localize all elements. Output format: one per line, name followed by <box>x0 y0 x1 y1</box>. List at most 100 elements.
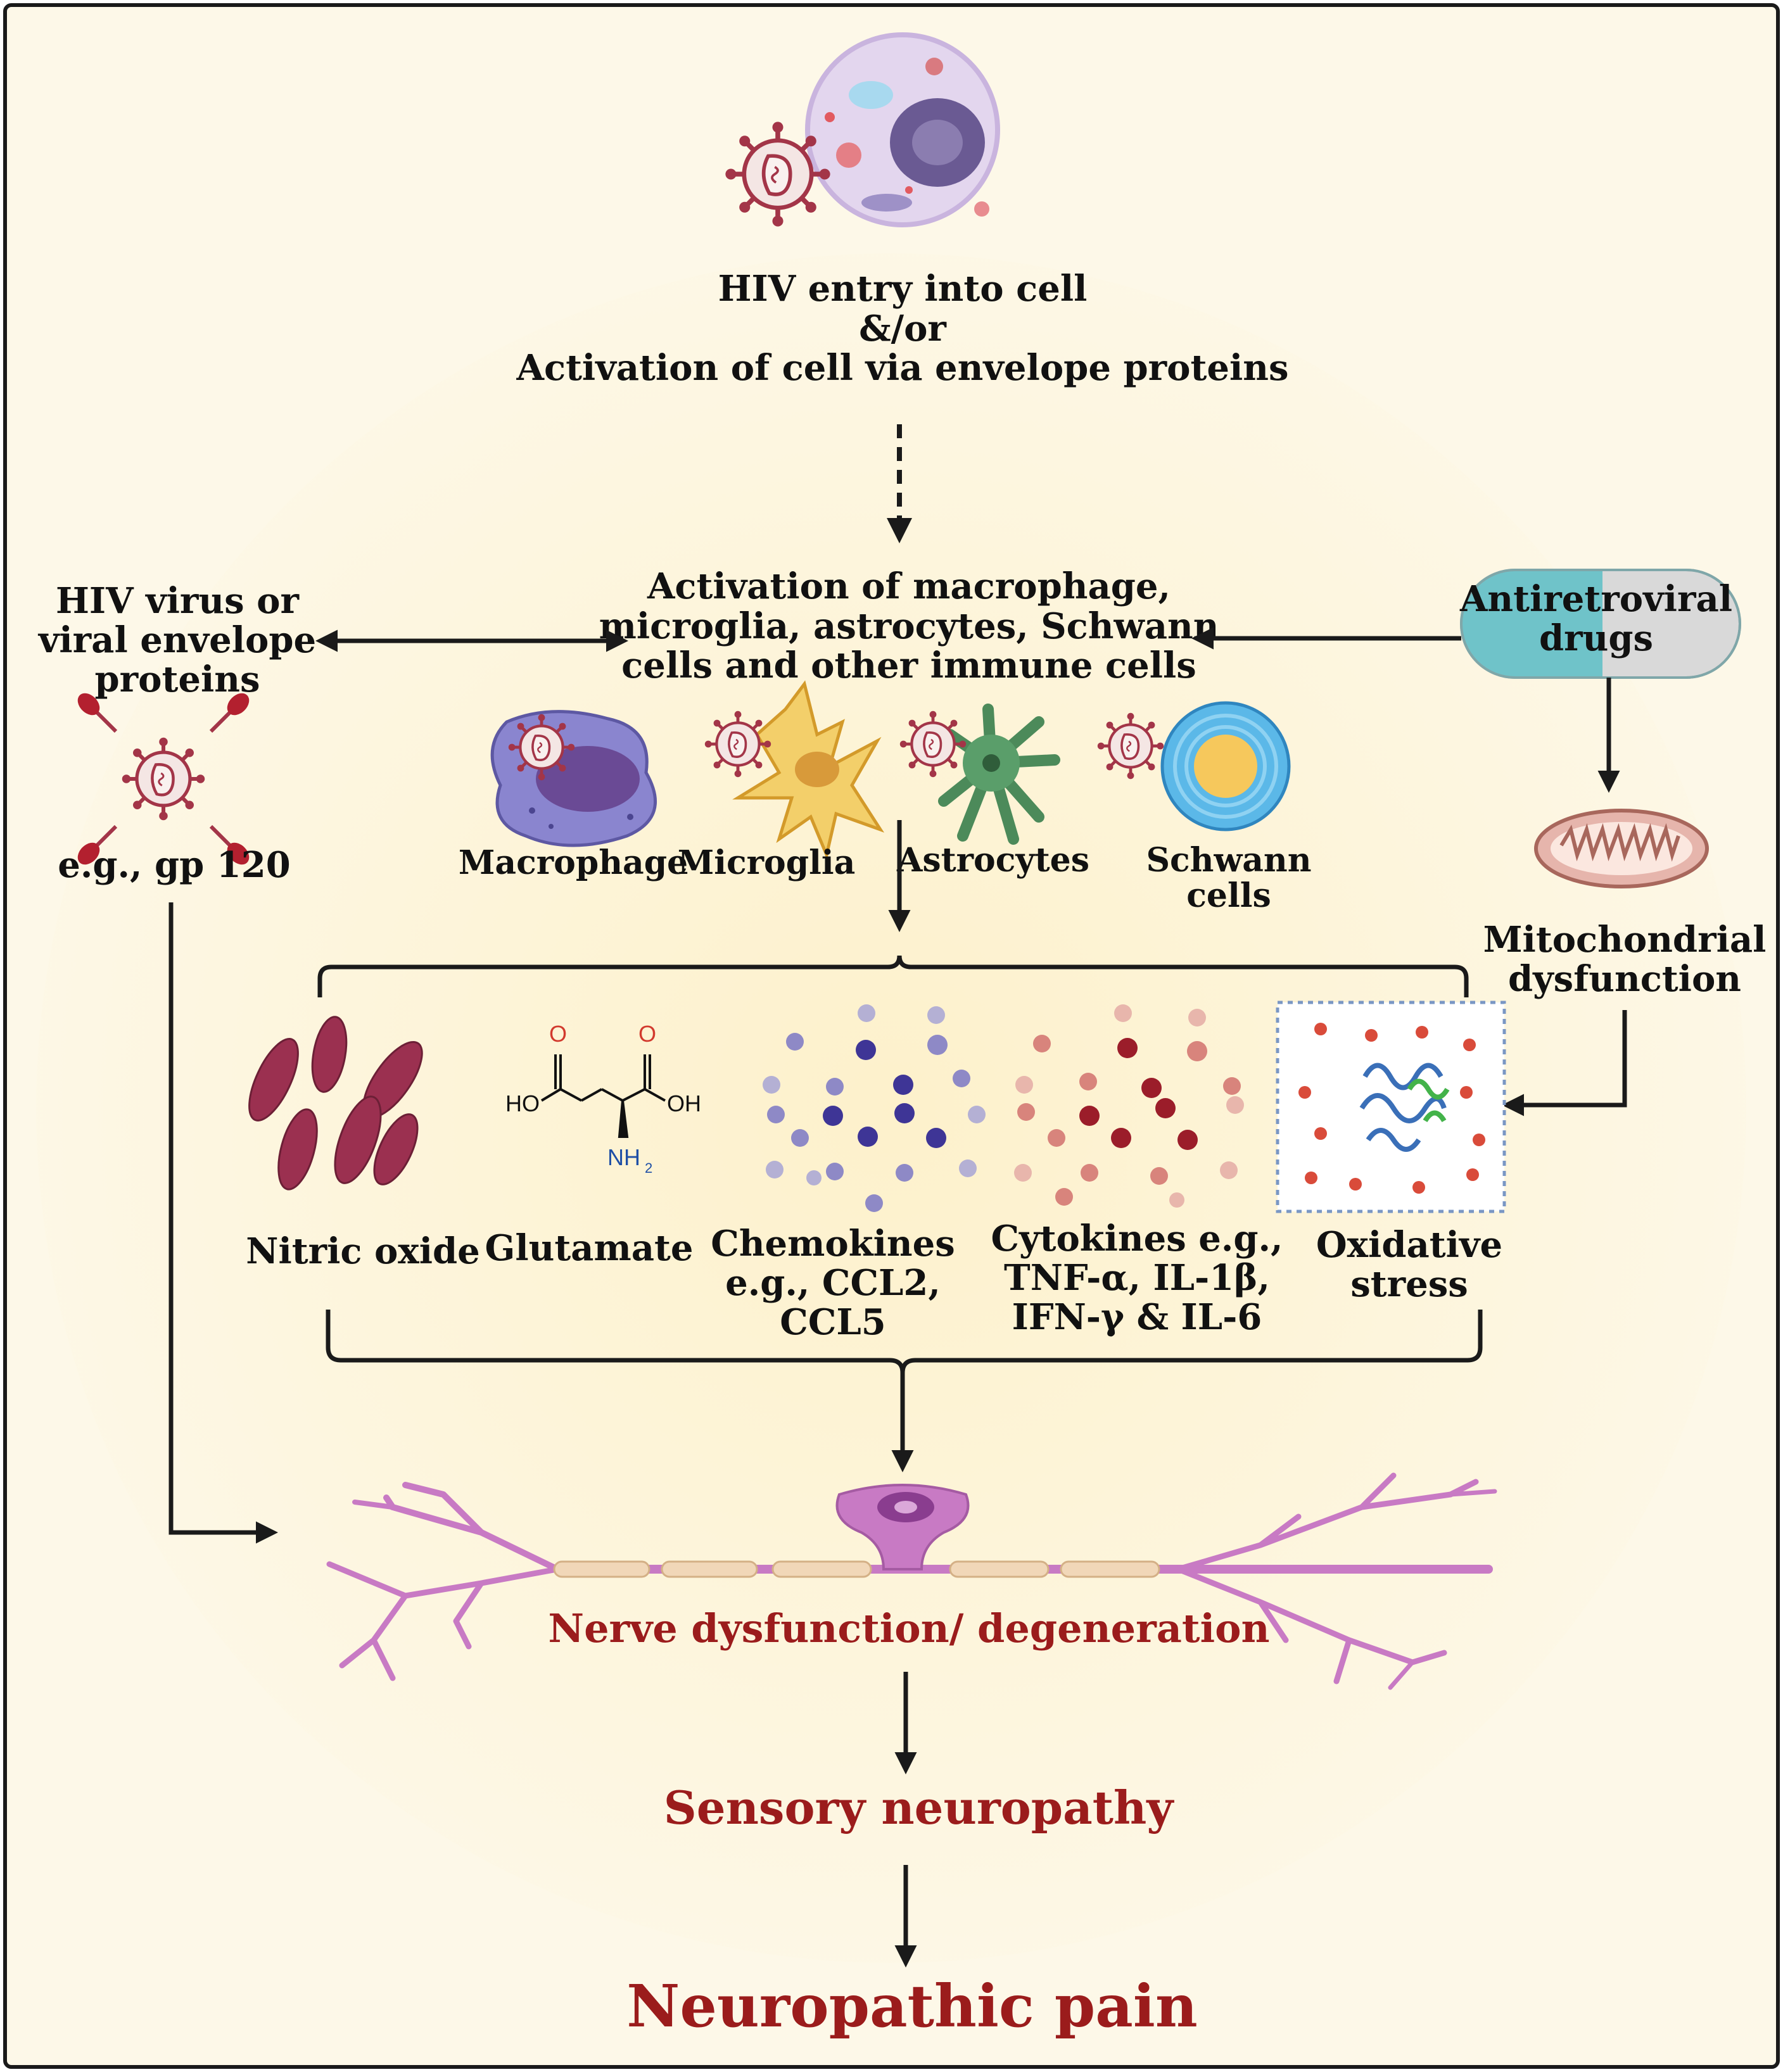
cell-label-macrophage: Macrophage <box>459 843 688 882</box>
cell-label-schwann-1: Schwann <box>1146 841 1311 880</box>
chemokine-dot <box>826 1163 844 1180</box>
cytokine-dot <box>1188 1009 1206 1027</box>
cytokine-dot <box>1015 1076 1033 1094</box>
cytokine-dot <box>1111 1128 1131 1148</box>
chemokine-dot <box>806 1170 822 1185</box>
chemokine-dot <box>766 1161 784 1178</box>
cytokine-dot <box>1048 1129 1065 1147</box>
cytokine-dot <box>1150 1167 1168 1185</box>
cytokine-dot <box>1079 1073 1097 1090</box>
mitochondrion-icon <box>1534 809 1709 888</box>
cytokine-dot <box>1081 1164 1098 1182</box>
chemokine-dot <box>858 1127 878 1147</box>
hiv-virus-top-icon <box>725 122 830 226</box>
chemokine-dot <box>865 1194 883 1212</box>
cytokine-dot <box>1114 1004 1132 1022</box>
cytokine-dot <box>1220 1161 1238 1179</box>
neuron-icon <box>326 1472 1497 1690</box>
mediator-cytokines-1: Cytokines e.g., <box>991 1218 1283 1260</box>
cytokine-dot <box>1169 1192 1184 1208</box>
gp120-virus-icon <box>77 693 250 865</box>
cell-label-microglia: Microglia <box>678 843 856 882</box>
cytokine-dot <box>1226 1096 1244 1114</box>
chemokine-dot <box>927 1035 948 1055</box>
mito-line1: Mitochondrial <box>1483 919 1767 961</box>
virus-schwann-icon <box>1098 713 1164 779</box>
cytokine-dot <box>1017 1103 1035 1121</box>
cytokine-dot <box>1187 1041 1207 1061</box>
glutamate-oh: OH <box>667 1090 701 1116</box>
sensory-neuropathy-label: Sensory neuropathy <box>664 1781 1175 1835</box>
oxidative-stress-icon <box>1276 1001 1506 1213</box>
glutamate-nh: NH <box>607 1144 640 1170</box>
gp120-example: e.g., gp 120 <box>58 844 290 886</box>
mediator-oxidative-2: stress <box>1350 1263 1468 1305</box>
chemokine-dot <box>953 1070 970 1087</box>
cytokine-dot <box>1141 1078 1162 1098</box>
mediator-chemokines-1: Chemokines <box>711 1223 955 1265</box>
glutamate-o-right: O <box>638 1021 656 1047</box>
cell-label-schwann-2: cells <box>1186 876 1271 915</box>
drug-line2: drugs <box>1539 617 1653 659</box>
chemokine-dot <box>823 1106 843 1126</box>
cytokine-dot <box>1155 1098 1176 1118</box>
chemokine-dot <box>767 1106 785 1123</box>
virus-macrophage-icon <box>509 714 574 780</box>
chemokine-dot <box>959 1159 977 1177</box>
host-cell-illustration <box>805 32 1000 227</box>
cytokine-dot <box>1177 1130 1198 1150</box>
activation-line2: microglia, astrocytes, Schwann <box>599 605 1219 647</box>
chemokine-dot <box>894 1103 915 1123</box>
cytokine-dot <box>1223 1077 1241 1095</box>
top-entry-line1: HIV entry into cell <box>718 268 1088 310</box>
astrocyte-icon <box>938 704 1060 845</box>
cell-label-astrocytes: Astrocytes <box>896 841 1089 880</box>
mediator-cytokines-3: IFN-γ & IL-6 <box>1012 1296 1262 1338</box>
chemokine-dots-icon <box>763 1004 986 1212</box>
nerve-dysfunction-label: Nerve dysfunction/ degeneration <box>548 1605 1269 1652</box>
schwann-cell-icon <box>1160 701 1291 831</box>
chemokine-dot <box>893 1075 913 1095</box>
chemokine-dot <box>826 1078 844 1096</box>
chemokine-dot <box>858 1004 875 1022</box>
drug-line1: Antiretroviral <box>1459 578 1732 620</box>
microglia-icon <box>732 680 885 861</box>
mediator-chemokines-3: CCL5 <box>780 1301 885 1343</box>
chemokine-dot <box>896 1164 913 1182</box>
glutamate-structure-icon <box>540 1054 666 1138</box>
left-hiv-line1: HIV virus or <box>56 580 300 622</box>
cytokine-dots-icon <box>1014 1004 1244 1208</box>
top-entry-line2: &/or <box>859 308 947 350</box>
virus-microglia-icon <box>705 711 771 777</box>
cytokine-dot <box>1079 1106 1100 1126</box>
chemokine-dot <box>786 1033 804 1051</box>
glutamate-nh-sub: 2 <box>645 1160 652 1176</box>
cytokine-dot <box>1033 1035 1051 1052</box>
macrophage-icon <box>490 710 657 847</box>
antiretroviral-capsule-icon <box>1460 569 1741 679</box>
activation-line3: cells and other immune cells <box>621 645 1196 686</box>
mediator-chemokines-2: e.g., CCL2, <box>725 1262 941 1304</box>
chemokine-dot <box>968 1106 986 1123</box>
mediator-cytokines-2: TNF-α, IL-1β, <box>1004 1257 1270 1299</box>
mediator-nitric-oxide: Nitric oxide <box>246 1230 480 1272</box>
mediator-oxidative-1: Oxidative <box>1316 1224 1502 1266</box>
cytokine-dot <box>1055 1188 1073 1206</box>
left-hiv-line2: viral envelope <box>37 619 316 661</box>
top-bracket <box>317 955 1469 997</box>
arrow-gp120-to-neuron <box>168 902 278 1544</box>
chemokine-dot <box>763 1076 780 1094</box>
nitric-oxide-icon <box>248 1016 423 1191</box>
activation-line1: Activation of macrophage, <box>647 565 1171 607</box>
arrow-mitochondria-to-oxidative <box>1502 1010 1627 1116</box>
top-entry-line3: Activation of cell via envelope proteins <box>516 347 1289 389</box>
virus-astrocyte-icon <box>900 711 966 777</box>
chemokine-dot <box>856 1040 876 1060</box>
glutamate-atom-labels: O O HO OH NH 2 <box>505 1021 701 1176</box>
neuropathic-pain-label: Neuropathic pain <box>626 1972 1197 2040</box>
mediator-glutamate: Glutamate <box>485 1227 694 1269</box>
glutamate-ho: HO <box>505 1090 540 1116</box>
chemokine-dot <box>927 1006 945 1024</box>
mito-line2: dysfunction <box>1508 958 1741 1000</box>
